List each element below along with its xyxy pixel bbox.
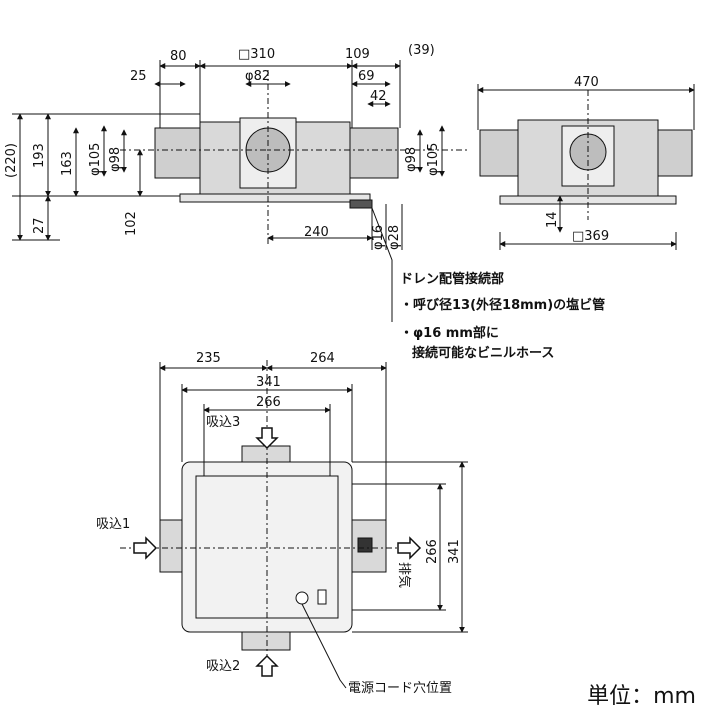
front-left-duct	[154, 127, 201, 179]
dim-102: 102	[124, 211, 139, 236]
dim-phi105-left: φ105	[88, 143, 103, 176]
dim-235: 235	[196, 351, 221, 366]
side-view-dim-text: 470 14 □369	[545, 75, 609, 244]
label-exhaust: 排気	[396, 562, 412, 588]
front-right-duct	[349, 127, 399, 179]
dim-341-right: 341	[447, 539, 462, 564]
dim-39: (39)	[408, 43, 435, 58]
dim-109: 109	[345, 47, 370, 62]
unit-label: 単位：mm	[587, 684, 696, 709]
front-view-dim-text: 80 □310 109 (39) 25 φ82 69 42 (220) 193 …	[4, 43, 441, 250]
front-drain-pipe	[349, 199, 373, 209]
dim-470: 470	[574, 75, 599, 90]
intake3-arrow	[255, 427, 279, 450]
dim-phi105-right: φ105	[426, 143, 441, 176]
label-cord-hole: 電源コード穴位置	[348, 681, 452, 696]
label-intake2: 吸込2	[206, 659, 240, 674]
plan-view-text: 235 264 341 266 266 341 吸込1 吸込3 吸込2 排気 電…	[96, 351, 462, 696]
exhaust-arrow	[397, 536, 422, 560]
dim-phi28: φ28	[387, 225, 402, 250]
dim-310: □310	[238, 47, 275, 62]
side-view	[477, 84, 695, 250]
label-intake3: 吸込3	[206, 415, 240, 430]
plan-cord-hole	[295, 591, 309, 605]
plan-cord-box	[317, 589, 327, 605]
dim-phi98-right: φ98	[404, 147, 419, 172]
front-base-plate	[179, 193, 371, 203]
plan-intake2-duct	[241, 631, 291, 651]
dim-264: 264	[310, 351, 335, 366]
dim-220: (220)	[4, 143, 19, 178]
dim-193: 193	[32, 143, 47, 168]
dim-341-top: 341	[256, 375, 281, 390]
dim-42: 42	[370, 89, 387, 104]
dim-240: 240	[304, 225, 329, 240]
side-left-duct	[479, 129, 519, 177]
dim-369: □369	[572, 229, 609, 244]
drain-note-bullet1: ・呼び径13(外径18mm)の塩ビ管	[400, 298, 606, 313]
dim-266-right: 266	[425, 539, 440, 564]
drain-note-bullet2a: ・φ16 mm部に	[400, 326, 499, 341]
dim-27: 27	[32, 217, 47, 234]
plan-view	[120, 360, 468, 689]
dim-80: 80	[170, 49, 187, 64]
plan-drain-fitting	[357, 537, 373, 553]
dim-14: 14	[545, 211, 560, 228]
dim-163: 163	[60, 151, 75, 176]
dim-phi82: φ82	[245, 69, 270, 84]
intake1-arrow	[133, 536, 158, 560]
front-view	[12, 60, 470, 322]
plan-intake1-duct	[159, 519, 183, 573]
dim-69: 69	[358, 69, 375, 84]
side-right-duct	[657, 129, 693, 177]
drain-note-bullet2b: 接続可能なビニルホース	[412, 346, 555, 361]
dim-266-top: 266	[256, 395, 281, 410]
flow-arrows	[133, 427, 422, 677]
intake2-arrow	[255, 654, 279, 677]
dim-phi98-left: φ98	[108, 147, 123, 172]
dim-25: 25	[130, 69, 147, 84]
dim-phi16: φ16	[371, 225, 386, 250]
drain-note-title: ドレン配管接続部	[400, 272, 505, 287]
plan-intake3-duct	[241, 445, 291, 463]
label-intake1: 吸込1	[96, 517, 130, 532]
